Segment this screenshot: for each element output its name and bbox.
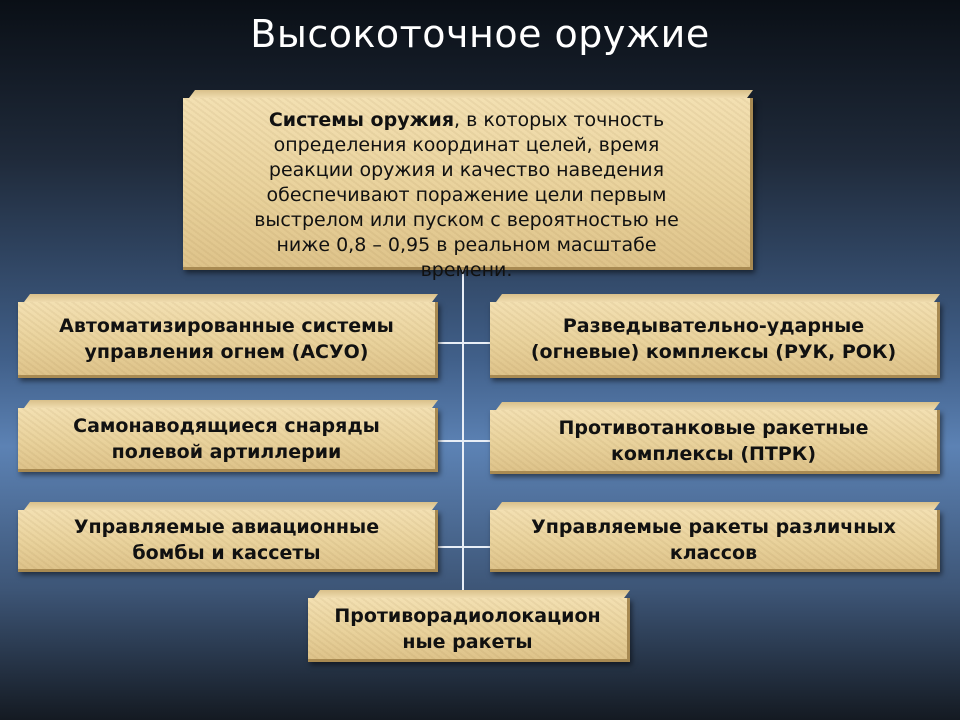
- connector-left-3: [438, 546, 464, 548]
- box-ruk-rok-line-1: Разведывательно-ударные: [562, 314, 865, 337]
- box-anti-radiation-missiles-line-1: Противорадиолокацион: [334, 604, 601, 627]
- box-guided-missiles-line-1: Управляемые ракеты различных: [531, 515, 896, 538]
- definition-line-1: , в которых точность: [454, 109, 665, 131]
- definition-line-3: реакции оружия и качество наведения: [268, 159, 665, 181]
- box-guided-missiles-line-2: классов: [669, 541, 758, 564]
- box-asuo-line-2: управления огнем (АСУО): [84, 340, 369, 363]
- connector-right-1: [462, 342, 490, 344]
- box-ptrk-line-2: комплексы (ПТРК): [610, 442, 817, 465]
- box-guided-bombs: Управляемые авиационные бомбы и кассеты: [18, 510, 438, 572]
- definition-box: Системы оружия, в которых точность опред…: [183, 98, 753, 281]
- connector-right-3: [462, 546, 490, 548]
- definition-line-4: обеспечивают поражение цели первым: [266, 184, 667, 206]
- box-artillery-shells: Самонаводящиеся снаряды полевой артиллери…: [18, 408, 438, 472]
- definition-line-7: времени.: [420, 259, 513, 281]
- box-artillery-shells-line-2: полевой артиллерии: [111, 440, 342, 463]
- box-guided-missiles: Управляемые ракеты различных классов: [490, 510, 940, 572]
- box-ptrk-line-1: Противотанковые ракетные: [558, 416, 869, 439]
- connector-right-2: [462, 440, 490, 442]
- definition-term: Системы оружия: [268, 109, 455, 131]
- definition-line-5: выстрелом или пуском с вероятностью не: [254, 209, 679, 231]
- box-asuo-line-1: Автоматизированные системы: [59, 314, 394, 337]
- box-ptrk: Противотанковые ракетные комплексы (ПТРК): [490, 410, 940, 474]
- box-guided-bombs-line-2: бомбы и кассеты: [132, 541, 321, 564]
- slide-title: Высокоточное оружие: [250, 12, 710, 56]
- box-asuo: Автоматизированные системы управления огн…: [18, 302, 438, 378]
- definition-text: Системы оружия, в которых точность опред…: [254, 108, 679, 283]
- box-anti-radiation-missiles-line-2: ные ракеты: [402, 630, 533, 653]
- connector-vertical: [462, 268, 464, 590]
- definition-line-6: ниже 0,8 – 0,95 в реальном масштабе: [276, 234, 657, 256]
- connector-left-2: [438, 440, 464, 442]
- box-artillery-shells-line-1: Самонаводящиеся снаряды: [73, 414, 380, 437]
- definition-line-2: определения координат целей, время: [273, 134, 660, 156]
- connector-left-1: [438, 342, 464, 344]
- box-guided-bombs-line-1: Управляемые авиационные: [73, 515, 380, 538]
- box-ruk-rok-line-2: (огневые) комплексы (РУК, РОК): [530, 340, 897, 363]
- box-anti-radiation-missiles: Противорадиолокацион ные ракеты: [308, 598, 630, 662]
- box-ruk-rok: Разведывательно-ударные (огневые) комплек…: [490, 302, 940, 378]
